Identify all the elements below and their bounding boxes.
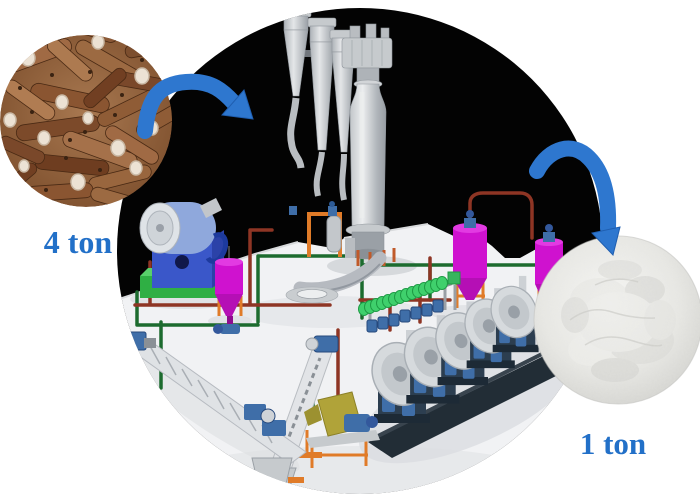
- centrifuge-row: [368, 275, 584, 458]
- output-flow-arrow-icon: [529, 140, 621, 257]
- cassava-roots-image: [0, 35, 172, 207]
- plant-illustration: [117, 8, 603, 494]
- centrifuge-unit: [490, 275, 539, 353]
- feed-hopper: [213, 246, 243, 334]
- mixing-tank-1: [453, 210, 487, 308]
- pulper-machine: [304, 391, 380, 468]
- starch-powder-image: [533, 235, 700, 405]
- drying-tower: [285, 23, 396, 304]
- screw-conveyor-green: [358, 271, 461, 330]
- pump-motor-row: [366, 299, 444, 333]
- rasper-machine: [139, 198, 230, 298]
- cyclone-2: [307, 17, 337, 197]
- input-flow-arrow-icon: [137, 73, 254, 139]
- input-quantity-label: 4 ton: [44, 224, 113, 260]
- output-quantity-label: 1 ton: [580, 426, 646, 461]
- cyclone-separators: [280, 8, 360, 201]
- discharge-frame: [289, 201, 355, 258]
